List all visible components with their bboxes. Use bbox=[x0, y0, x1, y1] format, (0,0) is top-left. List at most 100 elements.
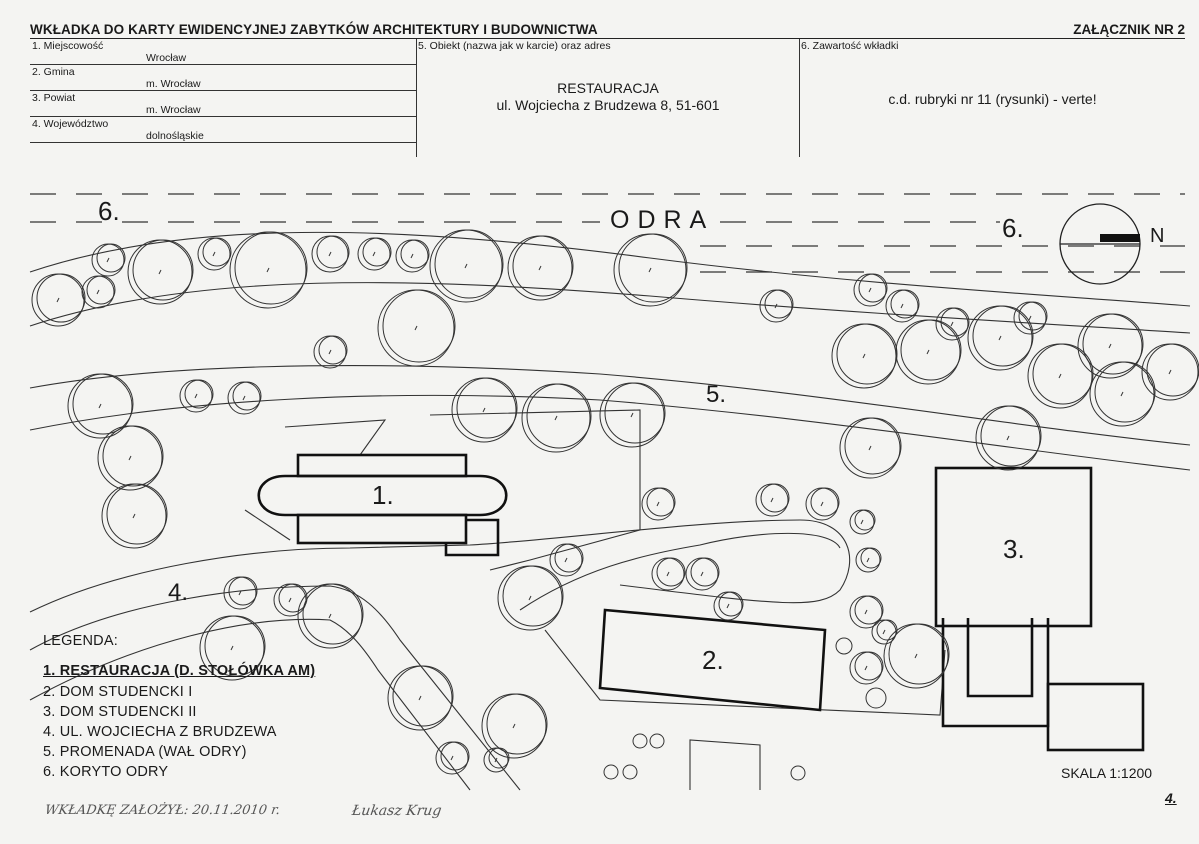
field-locality: 1. Miejscowość Wrocław bbox=[30, 39, 416, 65]
field-county: 3. Powiat m. Wrocław bbox=[30, 91, 416, 117]
tree-canopy bbox=[858, 273, 888, 303]
tree-trunk-mark bbox=[106, 257, 110, 263]
tree-canopy bbox=[603, 764, 619, 780]
tree-trunk-mark bbox=[564, 557, 568, 563]
tree-trunk-mark bbox=[238, 590, 242, 596]
tree-trunk-mark bbox=[900, 303, 904, 309]
building-2 bbox=[598, 608, 827, 712]
legend-item-6: 6. KORYTO ODRY bbox=[43, 764, 169, 780]
tree-canopy bbox=[622, 764, 638, 780]
tree-canopy bbox=[234, 231, 308, 305]
tree-canopy bbox=[854, 651, 884, 681]
building-3-wing bbox=[966, 618, 1034, 698]
field-voivodeship: 4. Województwo dolnośląskie bbox=[30, 117, 416, 143]
tree-trunk-mark bbox=[950, 321, 954, 327]
tree-canopy bbox=[649, 733, 665, 749]
tree-trunk-mark bbox=[866, 557, 870, 563]
building-1-bottom bbox=[296, 513, 468, 545]
tree-canopy bbox=[96, 243, 126, 273]
tree-canopy bbox=[888, 623, 950, 685]
legend-item-1: 1. RESTAURACJA (D. STOŁÓWKA AM) bbox=[43, 663, 316, 679]
tree-canopy bbox=[690, 557, 720, 587]
legend-item-5: 5. PROMENADA (WAŁ ODRY) bbox=[43, 744, 247, 760]
tree-canopy bbox=[232, 381, 262, 411]
tree-trunk-mark bbox=[194, 393, 198, 399]
tree-trunk-mark bbox=[464, 263, 468, 269]
tree-canopy bbox=[486, 693, 548, 755]
tree-trunk-mark bbox=[1028, 315, 1032, 321]
legend-item-2: 2. DOM STUDENCKI I bbox=[43, 684, 193, 700]
tree-canopy bbox=[400, 239, 430, 269]
tree-trunk-mark bbox=[328, 251, 332, 257]
tree-canopy bbox=[656, 557, 686, 587]
tree-trunk-mark bbox=[726, 603, 730, 609]
tree-trunk-mark bbox=[56, 297, 60, 303]
tree-trunk-mark bbox=[242, 395, 246, 401]
marker-street: 4. bbox=[168, 579, 188, 606]
tree-trunk-mark bbox=[630, 412, 634, 418]
tree-trunk-mark bbox=[418, 695, 422, 701]
marker-building-2: 2. bbox=[702, 645, 724, 675]
marker-building-1: 1. bbox=[372, 480, 394, 510]
tree-trunk-mark bbox=[914, 653, 918, 659]
building-1-top bbox=[296, 453, 468, 478]
tree-canopy bbox=[488, 747, 510, 769]
field-value: m. Wrocław bbox=[146, 104, 201, 116]
tree-canopy bbox=[132, 239, 194, 301]
tree-canopy bbox=[1094, 361, 1156, 423]
tree-trunk-mark bbox=[98, 403, 102, 409]
tree-trunk-mark bbox=[648, 267, 652, 273]
field-value: dolnośląskie bbox=[146, 130, 204, 142]
tree-canopy bbox=[860, 547, 882, 569]
tree-trunk-mark bbox=[494, 757, 498, 763]
tree-canopy bbox=[440, 741, 470, 771]
tree-canopy bbox=[790, 765, 806, 781]
tree-trunk-mark bbox=[266, 267, 270, 273]
tree-trunk-mark bbox=[860, 519, 864, 525]
tree-trunk-mark bbox=[700, 571, 704, 577]
tree-canopy bbox=[278, 583, 308, 613]
tree-trunk-mark bbox=[288, 597, 292, 603]
tree-canopy bbox=[835, 637, 853, 655]
tree-trunk-mark bbox=[1058, 373, 1062, 379]
tree-canopy bbox=[972, 305, 1034, 367]
tree-canopy bbox=[980, 405, 1042, 467]
tree-trunk-mark bbox=[862, 353, 866, 359]
legend-item-4: 4. UL. WOJCIECHA Z BRUDZEWA bbox=[43, 724, 277, 740]
tree-trunk-mark bbox=[328, 613, 332, 619]
field-value: m. Wrocław bbox=[146, 78, 201, 90]
tree-canopy bbox=[456, 377, 518, 439]
field-value: Wrocław bbox=[146, 52, 187, 64]
tree-canopy bbox=[106, 483, 168, 545]
tree-trunk-mark bbox=[128, 455, 132, 461]
tree-canopy bbox=[102, 425, 164, 487]
tree-canopy bbox=[760, 483, 790, 513]
tree-trunk-mark bbox=[1006, 435, 1010, 441]
tree-canopy bbox=[844, 417, 902, 475]
tree-trunk-mark bbox=[132, 513, 136, 519]
tree-trunk-mark bbox=[482, 407, 486, 413]
handwritten-note: WKŁADKĘ ZAŁOŻYŁ: 20.11.2010 r. bbox=[43, 803, 282, 818]
tree-canopy bbox=[876, 619, 898, 641]
tree-canopy bbox=[202, 237, 232, 267]
handwritten-signature: Łukasz Krug bbox=[350, 803, 443, 819]
building-1-body bbox=[257, 474, 508, 517]
tree-canopy bbox=[184, 379, 214, 409]
tree-trunk-mark bbox=[666, 571, 670, 577]
tree-trunk-mark bbox=[410, 253, 414, 259]
annex-number: ZAŁĄCZNIK NR 2 bbox=[1073, 22, 1185, 37]
page-number: 4. bbox=[1165, 790, 1177, 806]
object-name: RESTAURACJA bbox=[557, 80, 659, 96]
tree-trunk-mark bbox=[328, 349, 332, 355]
tree-canopy bbox=[36, 273, 86, 323]
river-dashes bbox=[30, 193, 1185, 273]
tree-canopy bbox=[646, 487, 676, 517]
tree-trunk-mark bbox=[926, 349, 930, 355]
tree-trunk-mark bbox=[864, 665, 868, 671]
field-label: 2. Gmina bbox=[32, 66, 75, 78]
tree-trunk-mark bbox=[864, 609, 868, 615]
contents-section: 6. Zawartość wkładki c.d. rubryki nr 11 … bbox=[800, 39, 1185, 157]
object-address: ul. Wojciecha z Brudzewa 8, 51-601 bbox=[496, 97, 720, 113]
tree-canopy bbox=[854, 595, 884, 625]
river-label: ODRA bbox=[610, 206, 714, 234]
